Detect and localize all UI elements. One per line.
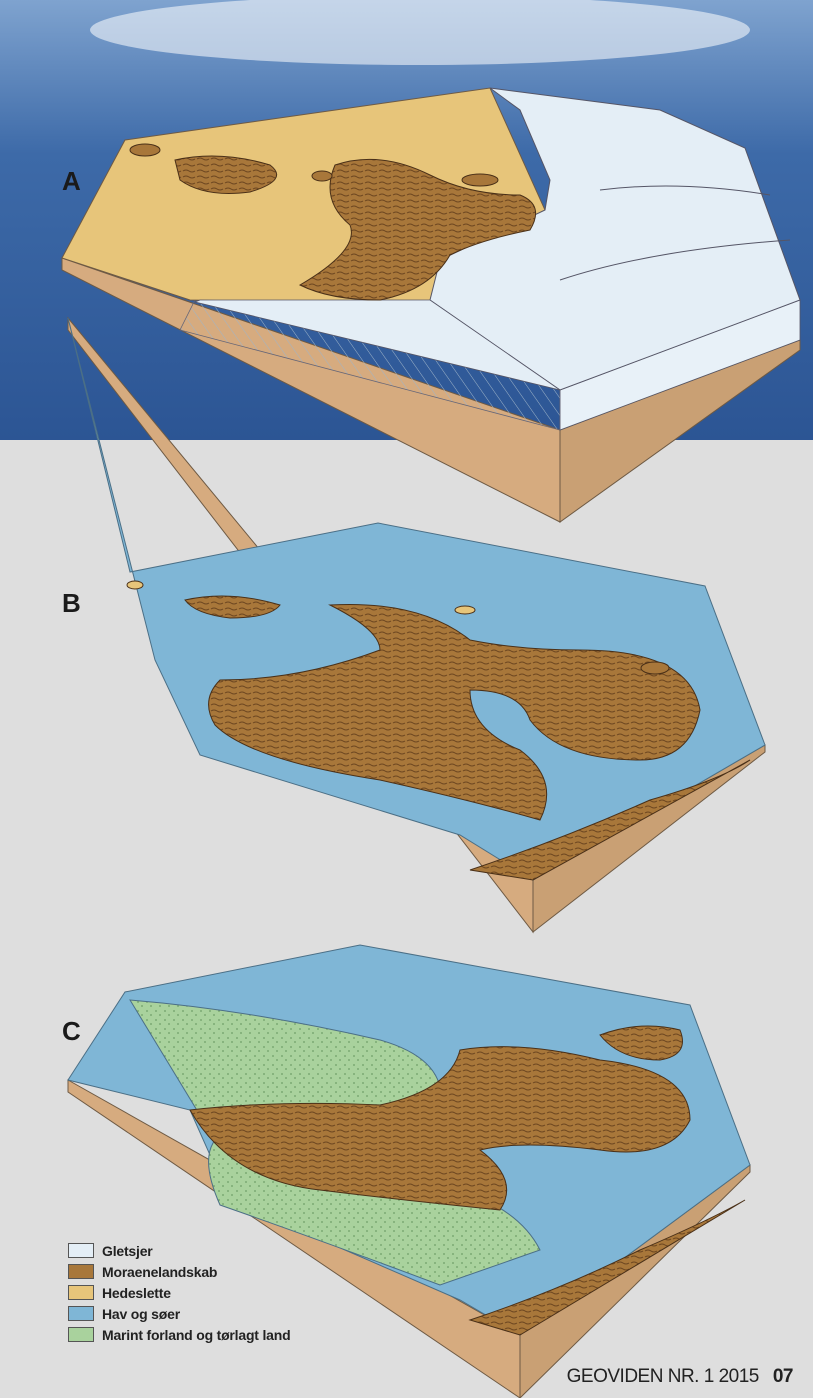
legend-label-marine-land: Marint forland og tørlagt land xyxy=(102,1327,290,1343)
legend-label-outwash: Hedeslette xyxy=(102,1285,171,1301)
legend-label-water: Hav og søer xyxy=(102,1306,180,1322)
legend-swatch-moraine xyxy=(68,1264,94,1279)
legend-item-water: Hav og søer xyxy=(68,1303,290,1324)
page-number: 07 xyxy=(773,1366,793,1387)
legend-label-moraine: Moraenelandskab xyxy=(102,1264,217,1280)
page-footer: GEOVIDEN NR. 1 2015 07 xyxy=(567,1366,793,1388)
legend-item-moraine: Moraenelandskab xyxy=(68,1261,290,1282)
legend-item-outwash: Hedeslette xyxy=(68,1282,290,1303)
legend: Gletsjer Moraenelandskab Hedeslette Hav … xyxy=(68,1240,290,1345)
legend-swatch-outwash xyxy=(68,1285,94,1300)
legend-item-glacier: Gletsjer xyxy=(68,1240,290,1261)
legend-label-glacier: Gletsjer xyxy=(102,1243,153,1259)
panel-letter-c: C xyxy=(62,1016,81,1046)
panel-letter-a: A xyxy=(62,166,81,196)
legend-swatch-marine-land xyxy=(68,1327,94,1342)
legend-swatch-water xyxy=(68,1306,94,1321)
panel-letter-b: B xyxy=(62,588,81,618)
publication-name: GEOVIDEN NR. 1 2015 xyxy=(567,1366,759,1387)
legend-item-marine-land: Marint forland og tørlagt land xyxy=(68,1324,290,1345)
legend-swatch-glacier xyxy=(68,1243,94,1258)
